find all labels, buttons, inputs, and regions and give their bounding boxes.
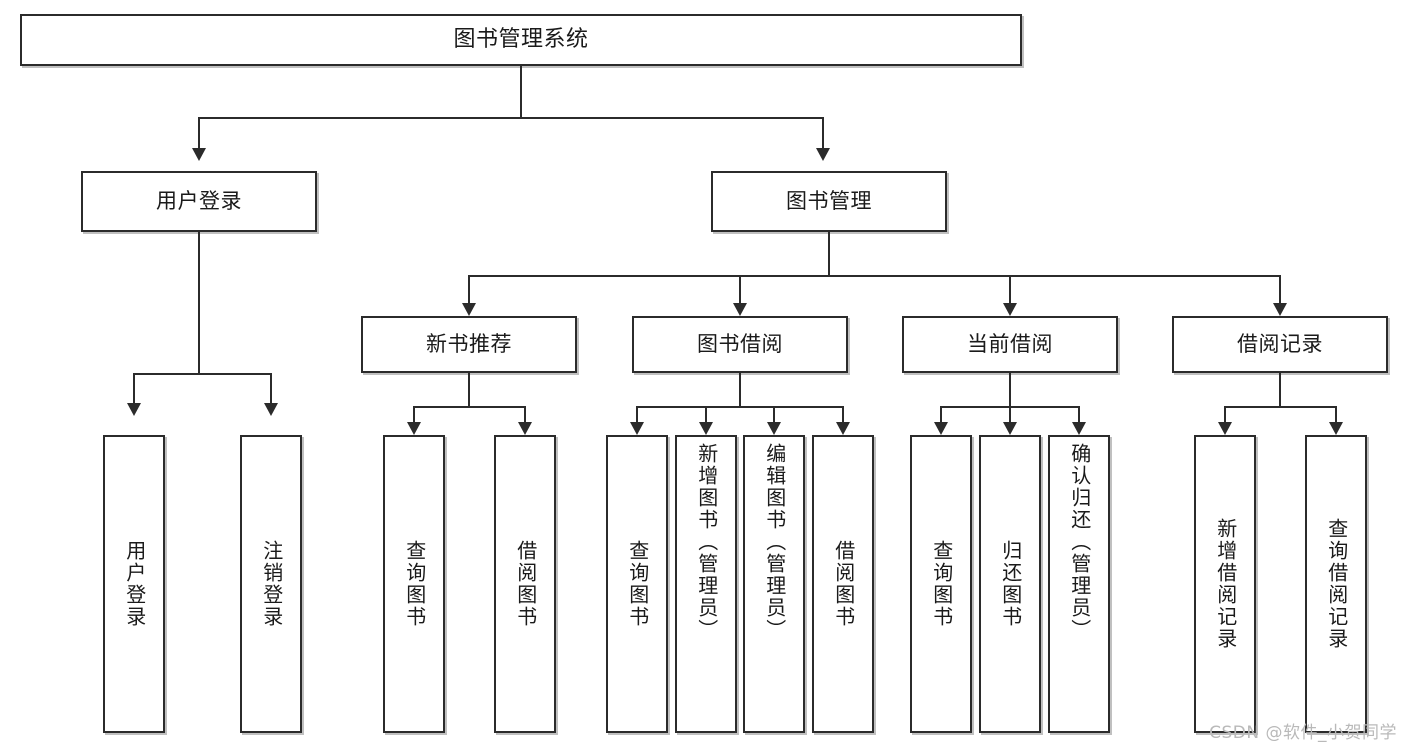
arrow-book-management-to-child-1 <box>462 303 476 316</box>
arrow-user-login-to-leaf-1 <box>127 403 141 416</box>
connector-book-management-bus <box>468 275 1280 277</box>
node-borrow-record[interactable]: 借阅记录 <box>1172 316 1388 373</box>
connector-root-to-user-login <box>198 117 200 150</box>
arrow-current-borrow-to-leaf-3 <box>1072 422 1086 435</box>
leaf-return-book[interactable]: 归还图书 <box>979 435 1041 733</box>
connector-borrow-record-to-leaf-2 <box>1335 406 1337 428</box>
arrow-new-book-to-leaf-2 <box>518 422 532 435</box>
leaf-borrow-book[interactable]: 借阅图书 <box>812 435 874 733</box>
connector-new-book-to-leaf-1 <box>413 406 415 428</box>
node-book-borrow[interactable]: 图书借阅 <box>632 316 848 373</box>
arrow-new-book-to-leaf-1 <box>407 422 421 435</box>
connector-book-borrow-to-leaf-2 <box>705 406 707 428</box>
connector-book-management-to-child-1 <box>468 275 470 305</box>
connector-new-book-bus <box>413 406 526 408</box>
node-label: 归还图书 <box>998 540 1023 628</box>
connector-new-book-to-leaf-2 <box>524 406 526 428</box>
node-label: 新增图书（管理员） <box>694 443 719 641</box>
connector-current-borrow-to-leaf-3 <box>1078 406 1080 428</box>
connector-root-stem <box>520 66 522 118</box>
arrow-book-borrow-to-leaf-4 <box>836 422 850 435</box>
connector-current-borrow-to-leaf-2 <box>1009 406 1011 428</box>
connector-borrow-record-to-leaf-1 <box>1224 406 1226 428</box>
arrow-borrow-record-to-leaf-1 <box>1218 422 1232 435</box>
connector-book-management-stem <box>828 232 830 276</box>
node-label: 查询图书 <box>929 540 954 628</box>
node-label: 用户登录 <box>122 540 147 628</box>
connector-current-borrow-to-leaf-1 <box>940 406 942 428</box>
arrow-book-management-to-child-3 <box>1003 303 1017 316</box>
connector-user-login-to-leaf-1 <box>133 373 135 405</box>
connector-borrow-record-bus <box>1224 406 1337 408</box>
node-label: 图书管理 <box>786 188 872 213</box>
arrow-book-management-to-child-2 <box>733 303 747 316</box>
connector-book-borrow-bus <box>636 406 844 408</box>
arrow-book-management-to-child-4 <box>1273 303 1287 316</box>
node-label: 借阅图书 <box>513 540 538 628</box>
connector-current-borrow-stem <box>1009 373 1011 407</box>
arrow-root-to-user-login <box>192 148 206 161</box>
connector-book-management-to-child-4 <box>1279 275 1281 305</box>
node-label: 图书管理系统 <box>453 26 589 52</box>
leaf-query-book-borrow[interactable]: 查询图书 <box>606 435 668 733</box>
arrow-root-to-book-management <box>816 148 830 161</box>
leaf-add-borrow-record[interactable]: 新增借阅记录 <box>1194 435 1256 733</box>
leaf-query-book-recommend[interactable]: 查询图书 <box>383 435 445 733</box>
node-current-borrow[interactable]: 当前借阅 <box>902 316 1118 373</box>
node-label: 注销登录 <box>259 540 284 628</box>
connector-user-login-bus <box>133 373 272 375</box>
node-label: 新书推荐 <box>426 331 512 356</box>
node-book-management[interactable]: 图书管理 <box>711 171 947 232</box>
leaf-query-book-current[interactable]: 查询图书 <box>910 435 972 733</box>
arrow-borrow-record-to-leaf-2 <box>1329 422 1343 435</box>
arrow-book-borrow-to-leaf-2 <box>699 422 713 435</box>
node-label: 借阅图书 <box>831 540 856 628</box>
leaf-query-borrow-record[interactable]: 查询借阅记录 <box>1305 435 1367 733</box>
arrow-book-borrow-to-leaf-1 <box>630 422 644 435</box>
arrow-current-borrow-to-leaf-1 <box>934 422 948 435</box>
arrow-user-login-to-leaf-2 <box>264 403 278 416</box>
node-book-management-system[interactable]: 图书管理系统 <box>20 14 1022 66</box>
connector-book-borrow-stem <box>739 373 741 407</box>
leaf-borrow-book-recommend[interactable]: 借阅图书 <box>494 435 556 733</box>
connector-user-login-to-leaf-2 <box>270 373 272 405</box>
node-label: 确认归还（管理员） <box>1067 443 1092 641</box>
connector-root-to-book-management <box>822 117 824 150</box>
connector-user-login-stem <box>198 232 200 374</box>
connector-book-management-to-child-3 <box>1009 275 1011 305</box>
connector-book-borrow-to-leaf-4 <box>842 406 844 428</box>
connector-new-book-stem <box>468 373 470 407</box>
node-label: 查询图书 <box>402 540 427 628</box>
connector-book-management-to-child-2 <box>739 275 741 305</box>
node-label: 新增借阅记录 <box>1213 518 1238 650</box>
node-label: 当前借阅 <box>967 331 1053 356</box>
arrow-current-borrow-to-leaf-2 <box>1003 422 1017 435</box>
node-user-login[interactable]: 用户登录 <box>81 171 317 232</box>
leaf-edit-book-admin[interactable]: 编辑图书（管理员） <box>743 435 805 733</box>
leaf-confirm-return-admin[interactable]: 确认归还（管理员） <box>1048 435 1110 733</box>
connector-book-borrow-to-leaf-3 <box>773 406 775 428</box>
arrow-book-borrow-to-leaf-3 <box>767 422 781 435</box>
node-label: 用户登录 <box>156 188 242 213</box>
node-label: 图书借阅 <box>697 331 783 356</box>
connector-root-bus <box>198 117 824 119</box>
leaf-user-login[interactable]: 用户登录 <box>103 435 165 733</box>
node-new-book-recommend[interactable]: 新书推荐 <box>361 316 577 373</box>
leaf-logout[interactable]: 注销登录 <box>240 435 302 733</box>
leaf-add-book-admin[interactable]: 新增图书（管理员） <box>675 435 737 733</box>
node-label: 编辑图书（管理员） <box>762 443 787 641</box>
node-label: 查询图书 <box>625 540 650 628</box>
connector-book-borrow-to-leaf-1 <box>636 406 638 428</box>
connector-borrow-record-stem <box>1279 373 1281 407</box>
watermark: CSDN @软件_小贺同学 <box>1209 723 1397 743</box>
node-label: 借阅记录 <box>1237 331 1323 356</box>
node-label: 查询借阅记录 <box>1324 518 1349 650</box>
